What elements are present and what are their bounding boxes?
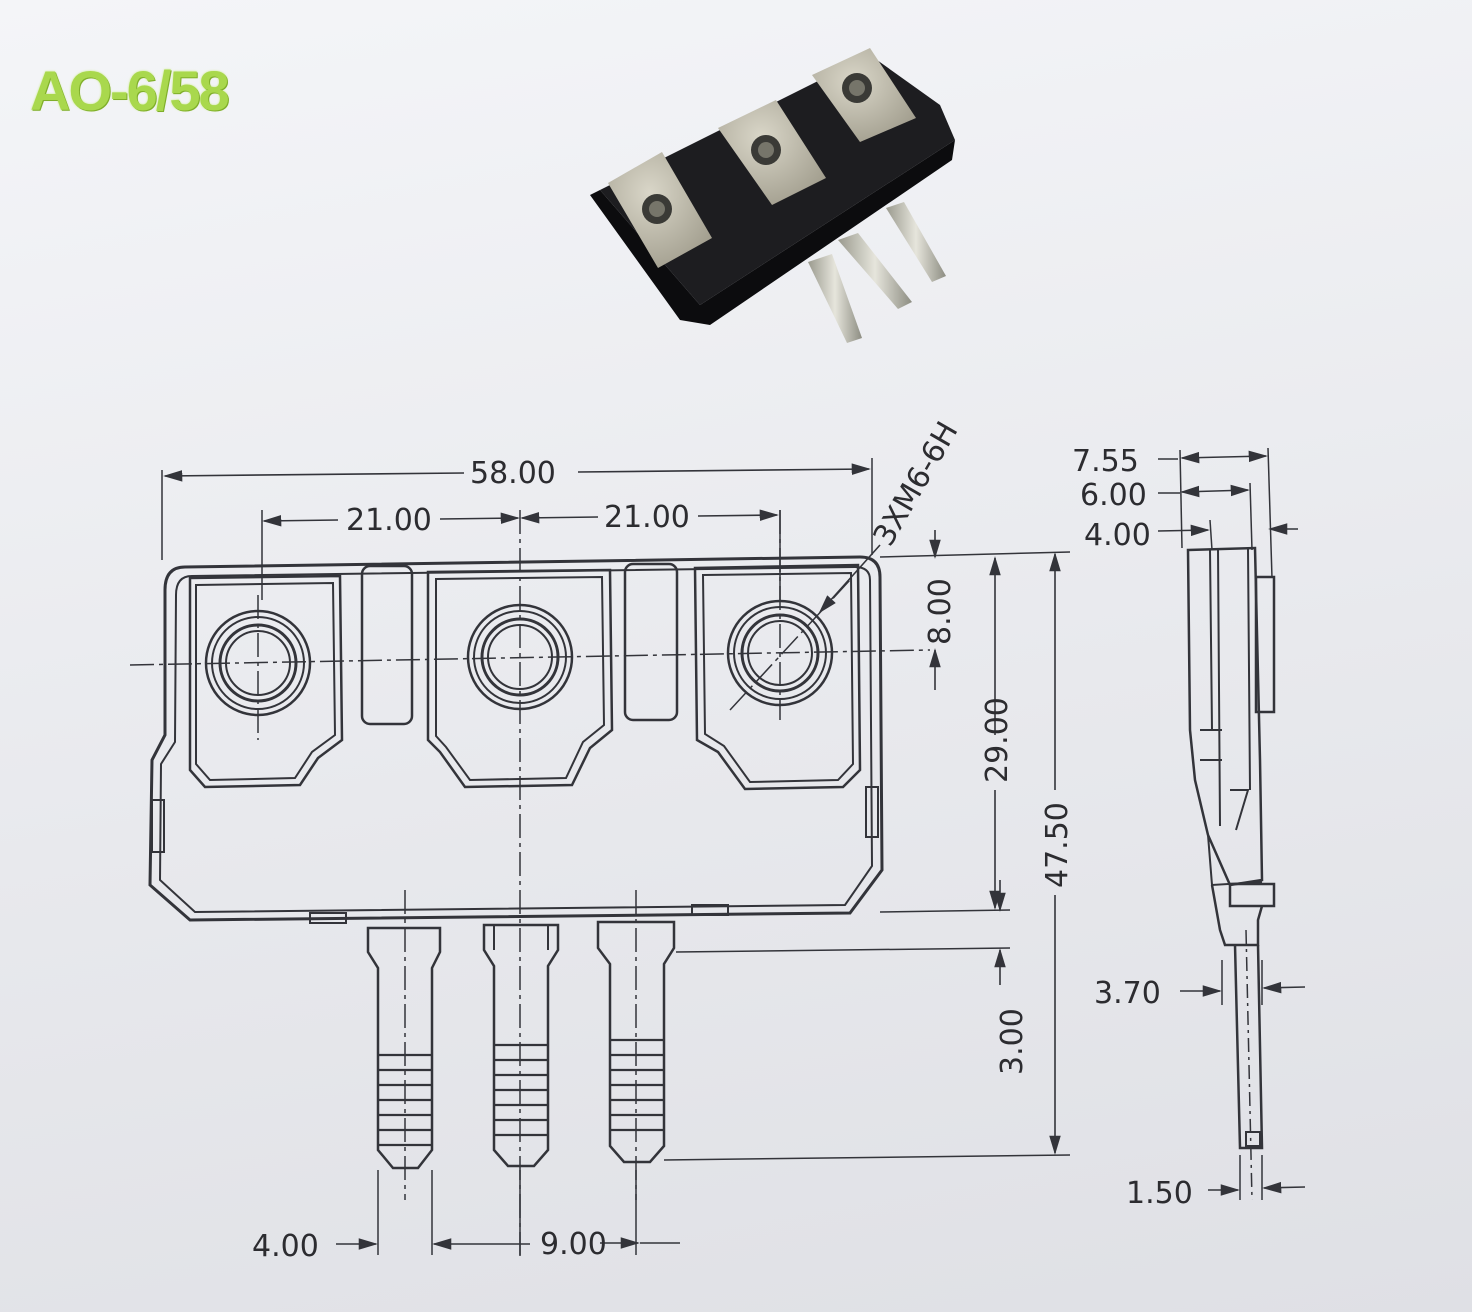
dim-pin-width: 4.00 <box>252 1229 319 1264</box>
pocket-left-inner <box>195 581 337 782</box>
extension-lines <box>161 458 1071 1255</box>
dim-pin-pitch: 9.00 <box>540 1227 607 1262</box>
pin-center <box>482 923 560 1168</box>
side-pin-tip <box>1245 1131 1261 1147</box>
dim-pitch-right: 21.00 <box>604 500 690 535</box>
photo-terminal-pads <box>608 48 916 268</box>
side-shoulder <box>1228 882 1276 908</box>
side-plate <box>1254 575 1276 714</box>
slot-right <box>623 562 679 722</box>
dim-overall-depth: 7.55 <box>1072 444 1139 479</box>
side-extension-lines <box>1179 447 1273 1200</box>
dim-thread-spec: 3XM6-6H <box>867 416 966 552</box>
center-lines <box>129 510 931 1260</box>
photo-pins <box>808 202 946 343</box>
right-tab <box>865 786 879 838</box>
dim-overall-height: 47.50 <box>1040 802 1075 888</box>
dim-base-depth: 4.00 <box>1084 518 1151 553</box>
pin-left <box>366 926 442 1170</box>
dim-pitch-left: 21.00 <box>346 503 432 538</box>
housing-outline <box>148 555 884 922</box>
pocket-center-inner <box>435 575 606 782</box>
dim-pin-shoulder: 3.00 <box>995 1008 1030 1075</box>
bottom-tab-left <box>309 912 347 924</box>
dim-body-height: 29.00 <box>980 697 1015 783</box>
dim-overall-width: 58.00 <box>470 456 556 491</box>
bottom-tab-right <box>691 904 729 916</box>
dim-pin-step: 3.70 <box>1094 976 1161 1011</box>
product-photo <box>590 48 955 343</box>
slot-left <box>360 564 414 726</box>
housing-inner-outline <box>158 565 874 914</box>
dim-plate-depth: 6.00 <box>1080 478 1147 513</box>
left-tab <box>151 799 165 853</box>
side-body-details <box>1200 548 1251 827</box>
side-body <box>1186 546 1264 887</box>
pocket-right-inner <box>701 571 855 784</box>
side-dimension-lines <box>1157 450 1306 1196</box>
side-view: 7.55 6.00 4.00 3.70 1.50 <box>1072 444 1306 1211</box>
dimension-lines <box>163 463 1061 1250</box>
pocket-left <box>188 574 344 789</box>
dim-pad-offset: 8.00 <box>923 578 958 645</box>
pin-right <box>596 920 676 1164</box>
front-view: 58.00 21.00 21.00 3XM6-6H 8.00 29.00 47.… <box>129 416 1075 1264</box>
side-center-line <box>1245 929 1253 1201</box>
dim-pin-thickness: 1.50 <box>1126 1176 1193 1211</box>
side-neck <box>1210 884 1264 947</box>
part-title: AO-6/58 <box>30 59 230 122</box>
side-body-lower <box>1207 789 1263 887</box>
pocket-right <box>693 563 862 791</box>
pocket-center <box>426 568 614 789</box>
